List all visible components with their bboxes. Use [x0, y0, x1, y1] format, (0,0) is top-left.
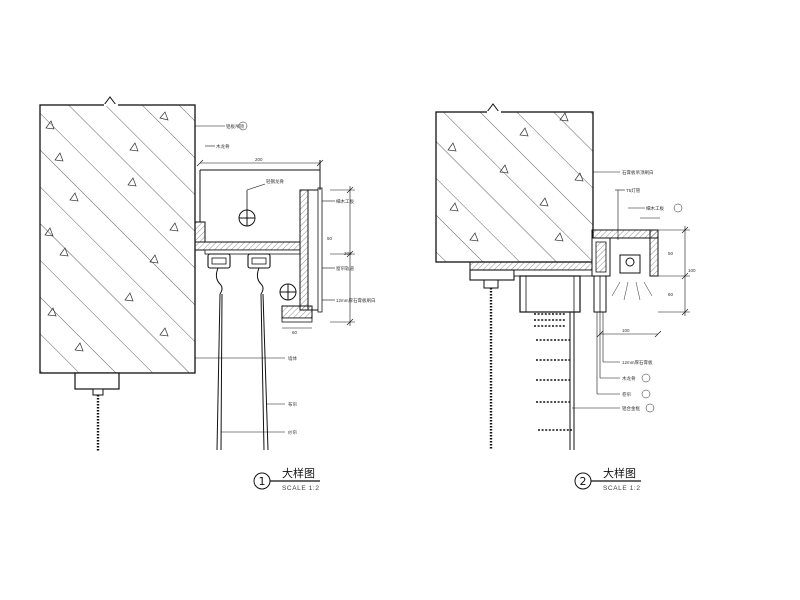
label-note-2-2: 木龙骨 — [622, 375, 636, 382]
detail-1: 铝板吊顶 木龙骨 200 轻钢龙骨 细木工板 50 200 窗帘轨道 12mm厚… — [39, 96, 376, 492]
callout-circle-2c — [641, 389, 651, 399]
label-dim-w-2: 100 — [622, 328, 630, 333]
title-block-2: 2 大样图 SCALE 1:2 — [574, 466, 641, 492]
label-top-callout-1: 铝板吊顶 — [226, 123, 244, 130]
label-dim-bottom-1: 60 — [292, 330, 298, 335]
label-dim-h-2: 100 — [688, 268, 696, 273]
label-dim-a-2: 50 — [668, 251, 674, 256]
drawing-title-2: 大样图 — [603, 466, 636, 480]
frame-lines-1 — [194, 150, 321, 372]
label-dim-top-1: 200 — [255, 157, 263, 162]
label-note-4-2: 铝合金框 — [622, 405, 640, 412]
callout-circle-2d — [645, 403, 655, 413]
light-box-2 — [591, 229, 659, 313]
leaders-1 — [195, 125, 335, 433]
bottom-track-1 — [74, 372, 120, 452]
roller-blind-2 — [519, 275, 581, 450]
drawing-number-2: 2 — [580, 475, 587, 488]
label-note-1-2: 12mm厚石膏板 — [622, 359, 653, 366]
section-marker-1a — [238, 183, 266, 227]
callout-circle-2b — [641, 373, 651, 383]
label-curtain-a-1: 布帘 — [288, 401, 297, 408]
label-wood-strip-1: 木龙骨 — [216, 143, 230, 150]
drawing-scale-1: SCALE 1:2 — [282, 485, 320, 492]
pelmet-1 — [281, 187, 323, 323]
dimensions-1 — [196, 159, 355, 329]
callout-circle-1 — [238, 121, 248, 131]
label-dim-side-1: 50 — [327, 236, 333, 241]
drawing-title-1: 大样图 — [282, 466, 315, 480]
leaders-2 — [572, 171, 660, 409]
detail-2: 石膏板吊顶刷白 T5灯管 细木工板 50 60 100 100 12mm厚石膏板… — [435, 103, 696, 492]
label-lamp-code-2: 细木工板 — [646, 205, 664, 212]
label-top-callout-2: 石膏板吊顶刷白 — [622, 169, 654, 176]
dimensions-2 — [596, 226, 690, 338]
ceiling-plate-1 — [194, 241, 301, 255]
label-wall-1: 墙体 — [288, 355, 297, 362]
concrete-wall-1 — [39, 96, 196, 374]
drawing-scale-2: SCALE 1:2 — [603, 485, 641, 492]
ceiling-plate-2 — [469, 261, 607, 450]
drawing-number-1: 1 — [259, 475, 266, 488]
label-hanger-1: 窗帘轨道 — [336, 265, 354, 272]
label-note-3-2: 卷帘 — [622, 391, 631, 398]
label-plate-1: 细木工板 — [336, 198, 354, 205]
label-channel-1: 轻钢龙骨 — [266, 178, 284, 185]
section-marker-1b — [279, 283, 297, 301]
curtain-tracks-1 — [207, 253, 271, 451]
wood-block-1 — [194, 221, 206, 243]
label-lamp-2: T5灯管 — [626, 187, 641, 194]
title-block-1: 1 大样图 SCALE 1:2 — [253, 466, 320, 492]
concrete-wall-2 — [435, 103, 594, 263]
callout-circle-2a — [673, 203, 683, 213]
label-curtain-b-1: 纱帘 — [288, 429, 297, 436]
label-dim-mid-1: 200 — [344, 251, 352, 256]
label-dim-b-2: 60 — [668, 292, 674, 297]
label-board-note-1: 12mm厚石膏板刷白 — [336, 297, 376, 304]
